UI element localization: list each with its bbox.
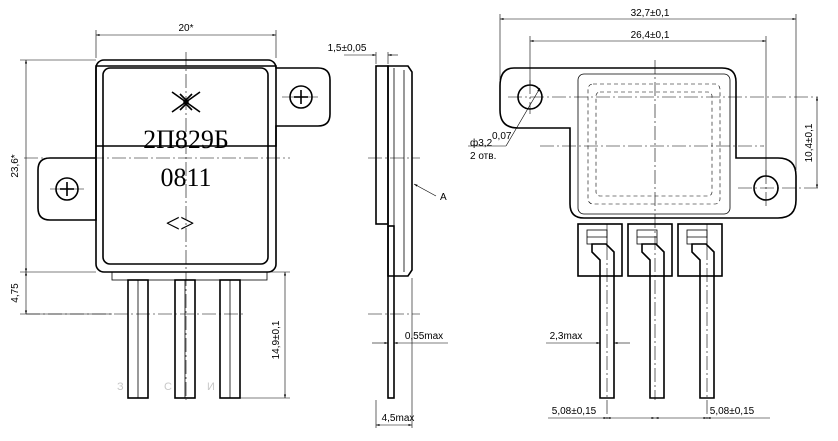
dim-back-hole-dia-label: ф3,2 <box>470 137 493 149</box>
dim-back-hole-count: 2 отв. <box>470 151 496 162</box>
side-view: 1,5±0,05 0,55max 4,5max А <box>328 43 448 428</box>
dim-front-lead-offset-label: 4,75 <box>10 283 21 303</box>
front-body-inner <box>102 67 269 265</box>
dim-side-lead-thk: 0,55max <box>372 331 448 345</box>
dim-side-flange: 1,5±0,05 <box>328 43 398 64</box>
back-view: 32,7±0,1 26,4±0,1 10,4±0,1 ф3,2 0,07 2 о… <box>468 8 819 420</box>
front-base-strip <box>111 271 268 281</box>
dim-back-hole-spacing: 26,4±0,1 <box>529 30 767 176</box>
back-body-outer <box>577 73 731 215</box>
dim-back-hole-dia-tol: 0,07 <box>492 131 512 142</box>
side-body <box>387 65 413 277</box>
dim-front-width: 20* <box>95 23 277 58</box>
dim-side-total: 4,5max <box>375 278 415 428</box>
quality-mark: <> <box>165 209 194 238</box>
dim-front-height-label: 23,6* <box>10 154 21 177</box>
side-flange <box>375 65 389 225</box>
dim-back-overall-label: 32,7±0,1 <box>631 8 670 19</box>
dim-back-hole-offset-label: 10,4±0,1 <box>804 123 815 162</box>
view-arrow-a: А <box>413 183 447 203</box>
dim-back-pitch: 5,08±0,15 5,08±0,15 <box>548 406 770 420</box>
back-leads <box>591 224 715 420</box>
dim-side-total-label: 4,5max <box>382 413 415 424</box>
dim-front-lead-length: 14,9±0,1 <box>240 271 290 399</box>
dim-back-overall: 32,7±0,1 <box>499 8 797 170</box>
dim-back-lead-width: 2,3max <box>546 331 630 345</box>
dim-back-hole-offset: 10,4±0,1 <box>804 97 819 188</box>
back-body-hidden-1 <box>587 83 721 205</box>
dim-back-hole-spacing-label: 26,4±0,1 <box>631 30 670 41</box>
dim-front-lead-length-label: 14,9±0,1 <box>271 320 282 359</box>
view-arrow-a-label: А <box>440 192 447 203</box>
back-body-hidden-2 <box>595 91 713 197</box>
dim-front-height: 23,6* <box>10 59 96 273</box>
pin-label-gate: З <box>117 381 124 393</box>
dim-back-pitch-left-label: 5,08±0,15 <box>552 406 597 417</box>
dim-side-lead-thk-label: 0,55max <box>405 331 443 342</box>
dim-back-hole-dia: ф3,2 0,07 2 отв. <box>468 87 541 162</box>
dim-side-flange-label: 1,5±0,05 <box>328 43 367 54</box>
dim-front-width-label: 20* <box>178 23 193 34</box>
pin-label-source: С <box>164 381 172 393</box>
side-lead <box>387 225 395 399</box>
pin-label-drain: И <box>207 381 215 393</box>
dim-back-pitch-right-label: 5,08±0,15 <box>710 406 755 417</box>
dim-back-lead-width-label: 2,3max <box>550 331 583 342</box>
back-flange <box>499 67 797 219</box>
dim-front-lead-offset: 4,75 <box>10 272 244 315</box>
front-view: 2П829Б 0811 <> З С И 20* <box>10 23 331 400</box>
front-leads <box>127 279 241 399</box>
